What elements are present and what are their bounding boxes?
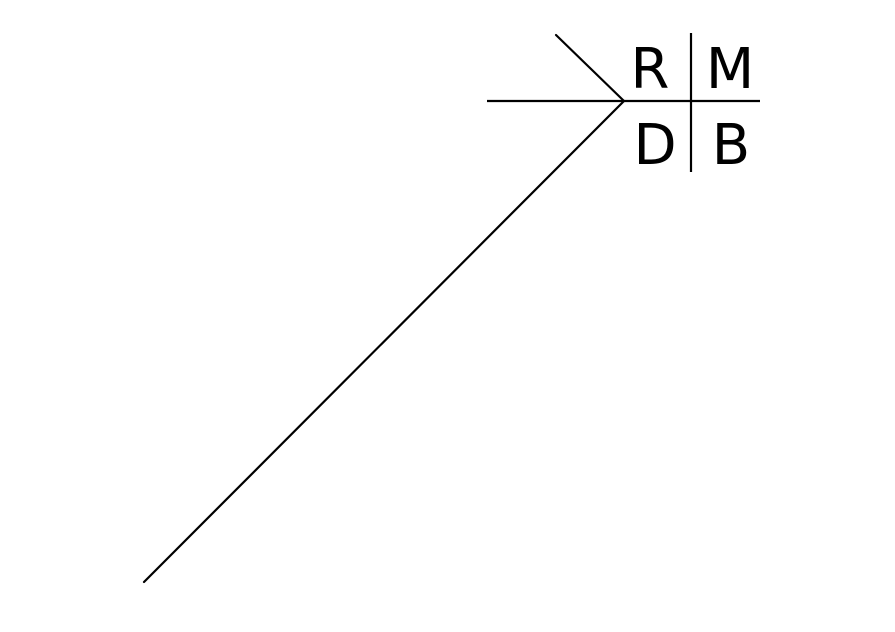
label-top-right: M [706,37,754,102]
label-top-left: R [631,37,670,102]
label-bottom-left: D [633,113,676,178]
upper-diagonal-line [554,33,626,103]
diagonal-line [142,99,626,584]
label-bottom-right: B [712,113,750,178]
